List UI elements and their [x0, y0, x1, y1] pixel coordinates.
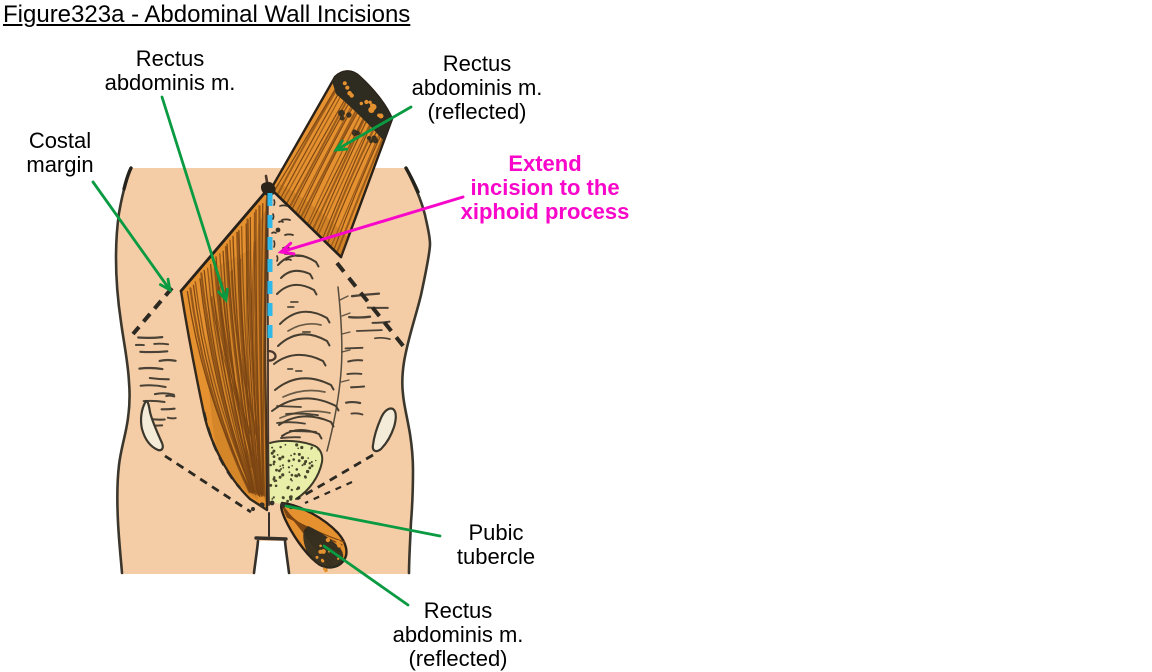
crotch-lines: [252, 512, 291, 575]
right-flank-hatching: [344, 292, 391, 416]
armpit-accent-left: [122, 166, 133, 191]
band-checker-dark: [338, 109, 379, 144]
rectus-flap: [179, 187, 270, 512]
pointer-pubic-tubercle: [284, 504, 442, 538]
pointer-rectus-top-reflected: [334, 105, 413, 152]
apex-junction-blob: [260, 181, 276, 197]
torso-outline-left: [114, 166, 133, 575]
torso-body: [114, 166, 432, 575]
label-pubic-tubercle: Pubic tubercle: [456, 520, 536, 569]
iliac-marks: [139, 399, 397, 453]
semilunar-line: [326, 286, 351, 452]
torso-skin: [116, 168, 430, 574]
figure-title: Figure323a - Abdominal Wall Incisions: [3, 1, 411, 28]
left-flank-hatching: [134, 335, 177, 427]
inguinal-dash-right: [296, 453, 374, 501]
umbilicus: [266, 349, 277, 362]
band-end-spots-orange: [342, 81, 384, 119]
flap-edge-dashes: [202, 411, 241, 489]
flap-cut-edge: [179, 187, 270, 293]
iliac-mark-left: [139, 399, 164, 452]
pointer-rectus-left: [160, 95, 228, 302]
suprapubic-patch: [268, 439, 324, 505]
label-rectus-abdominis-bottom-reflected: Rectus abdominis m. (reflected): [392, 598, 524, 671]
patch-stipple: [269, 443, 320, 504]
reflected-muscle-top: [269, 70, 394, 259]
tip-spots-orange: [315, 537, 342, 573]
suprapubic-hatching: [276, 405, 319, 445]
label-rectus-abdominis-top-reflected: Rectus abdominis m. (reflected): [411, 51, 543, 124]
landmark-dashes: [131, 261, 410, 514]
flap-fibers: [186, 199, 267, 498]
label-extend-incision: Extend incision to the xiphoid process: [460, 151, 630, 224]
pointer-costal-margin: [91, 180, 172, 292]
torso-outline-right: [401, 166, 432, 575]
iliac-mark-right: [371, 407, 397, 453]
band-lower-edge: [269, 187, 343, 259]
pointer-extend-incision: [279, 195, 465, 254]
label-rectus-abdominis-left: Rectus abdominis m.: [104, 46, 236, 95]
pointer-line-magenta: [277, 195, 465, 256]
pointer-lines-green: [91, 95, 442, 607]
rectus-sheath-arcs: [271, 253, 340, 440]
label-costal-margin: Costal margin: [26, 128, 94, 177]
pointer-rectus-bottom-reflected: [322, 544, 410, 607]
inguinal-dash-right2: [304, 480, 353, 505]
armpit-accent-right: [404, 166, 420, 194]
